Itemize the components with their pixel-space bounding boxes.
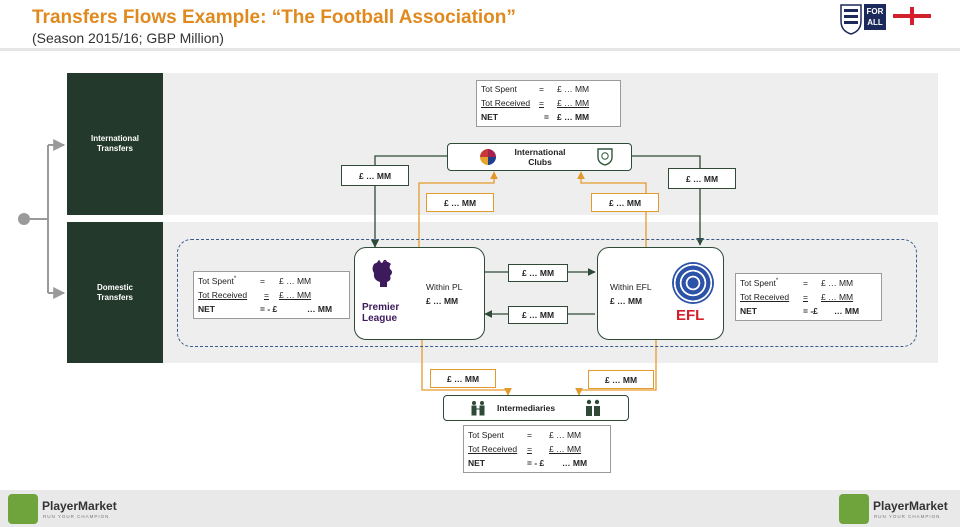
within-pl-label: Within PL [426,282,463,292]
barcelona-crest-icon [480,149,496,165]
flow-efl-to-intl: £ … MM [591,193,659,212]
intermediaries-node: Intermediaries [443,395,629,421]
premier-league-logo-line2: League [362,313,398,324]
efl-node: Within EFL £ … MM EFL [597,247,724,340]
playermarket-tagline-left: RUN YOUR CHAMPION [43,514,110,519]
handshake-people-icon [470,400,486,416]
flow-pl-to-intl: £ … MM [426,193,494,212]
premier-league-node: Premier League Within PL £ … MM [354,247,485,340]
international-clubs-node: International Clubs [447,143,632,171]
efl-ball-icon [672,262,714,304]
pl-stats-box: Tot Spent* = £ … MM Tot Received = £ … M… [193,271,350,319]
playermarket-logo-icon-right [839,494,869,524]
international-transfers-label: International Transfers [67,73,163,215]
within-pl-value: £ … MM [426,296,459,306]
intermediaries-label: Intermediaries [497,403,556,413]
playermarket-brand-right: PlayerMarket [873,499,948,513]
premier-league-logo-line1: Premier [362,302,400,313]
footer-bar [0,490,960,527]
international-clubs-label: International Clubs [514,147,566,167]
fa-for-all-badge: FOR ALL [864,4,886,30]
flow-intl-to-pl: £ … MM [341,165,409,186]
domestic-transfers-label: Domestic Transfers [67,222,163,363]
england-flag-icon [893,7,931,25]
club-shield-icon [596,147,614,166]
domestic-frame [177,239,917,347]
flow-pl-to-intermediaries: £ … MM [430,369,496,388]
international-stats-box: Tot Spent = £ … MM Tot Received = £ … MM… [476,80,621,127]
page-title: Transfers Flows Example: “The Football A… [32,7,516,28]
flow-pl-to-efl: £ … MM [508,264,568,282]
flow-efl-to-pl: £ … MM [508,306,568,324]
playermarket-tagline-right: RUN YOUR CHAMPION [874,514,941,519]
flow-intl-to-efl: £ … MM [668,168,736,189]
within-efl-label: Within EFL [610,282,652,292]
people-group-icon [584,399,602,417]
efl-stats-box: Tot Spent* = £ … MM Tot Received = £ … M… [735,273,882,321]
premier-league-lion-icon [368,258,396,290]
efl-logo-text: EFL [676,307,705,324]
intermediaries-stats-box: Tot Spent = £ … MM Tot Received = £ … MM… [463,425,611,473]
playermarket-logo-icon-left [8,494,38,524]
flow-efl-to-intermediaries: £ … MM [588,370,654,389]
header-divider [0,48,960,51]
within-efl-value: £ … MM [610,296,643,306]
fa-crest-icon [840,3,862,35]
playermarket-brand-left: PlayerMarket [42,499,117,513]
page-subtitle: (Season 2015/16; GBP Million) [32,30,224,46]
